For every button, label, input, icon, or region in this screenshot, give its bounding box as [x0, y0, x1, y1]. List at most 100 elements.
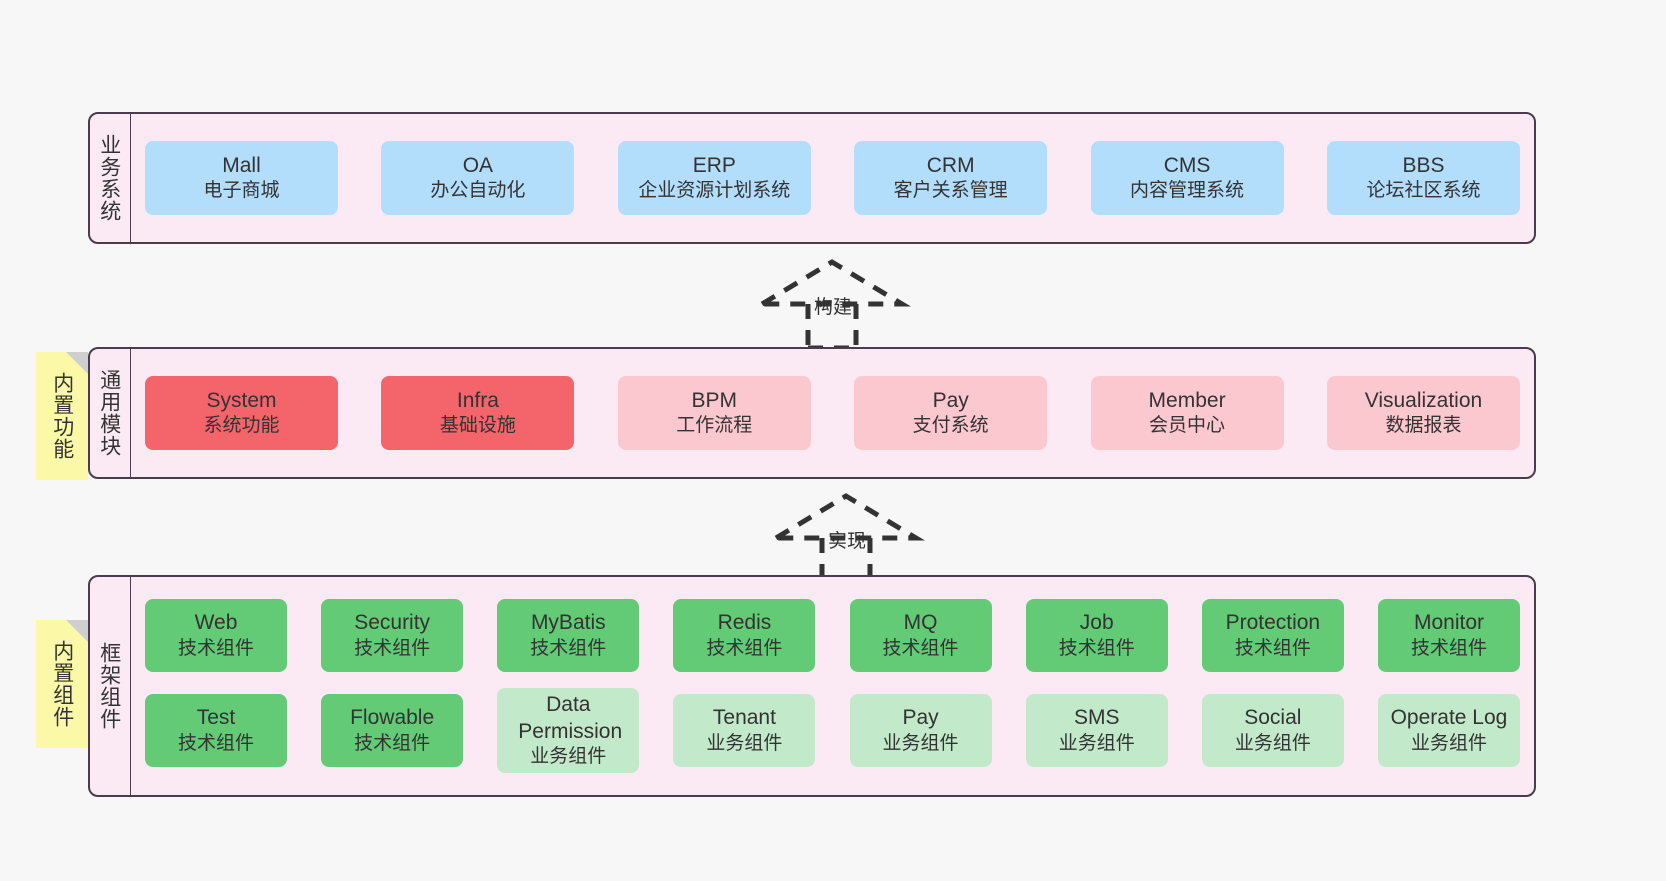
card-bpm[interactable]: BPM 工作流程 — [617, 376, 811, 450]
card-title-en: ERP — [692, 153, 736, 177]
card-title-cn: 技术组件 — [1410, 637, 1487, 659]
card-title-cn: 业务组件 — [1234, 732, 1311, 754]
card-security[interactable]: Security 技术组件 — [321, 599, 464, 672]
card-title-cn: 业务组件 — [882, 732, 959, 754]
arrow-build: 构建 — [752, 256, 912, 351]
card-operate-log[interactable]: Operate Log 业务组件 — [1377, 694, 1520, 767]
card-title-cn: 电子商城 — [203, 180, 280, 202]
card-title-cn: 技术组件 — [530, 637, 607, 659]
card-tenant[interactable]: Tenant 业务组件 — [673, 694, 816, 767]
note-fold-corner — [66, 352, 88, 374]
card-crm[interactable]: CRM 客户关系管理 — [854, 141, 1048, 215]
card-flowable[interactable]: Flowable 技术组件 — [321, 694, 464, 767]
card-title-cn: 技术组件 — [354, 637, 431, 659]
card-title-en: Visualization — [1364, 388, 1483, 412]
card-title-en: Protection — [1225, 611, 1321, 635]
card-bbs[interactable]: BBS 论坛社区系统 — [1326, 141, 1520, 215]
card-title-en: Redis — [717, 611, 772, 635]
card-monitor[interactable]: Monitor 技术组件 — [1377, 599, 1520, 672]
card-web[interactable]: Web 技术组件 — [145, 599, 287, 672]
card-title-cn: 技术组件 — [882, 637, 959, 659]
card-title-en: Operate Log — [1390, 706, 1508, 730]
card-title-cn: 业务组件 — [706, 732, 783, 754]
layer-framework-components: 框架组件 Web 技术组件 Security 技术组件 MyBatis 技术组件… — [88, 575, 1536, 797]
card-title-cn: 技术组件 — [706, 637, 783, 659]
card-title-en: Security — [354, 611, 431, 635]
card-title-en: Web — [194, 611, 238, 635]
card-row: System 系统功能 Infra 基础设施 BPM 工作流程 Pay 支付系统… — [145, 376, 1520, 450]
card-title-en: Tenant — [712, 706, 776, 730]
card-erp[interactable]: ERP 企业资源计划系统 — [617, 141, 811, 215]
card-visualization[interactable]: Visualization 数据报表 — [1326, 376, 1520, 450]
card-title-cn: 数据报表 — [1385, 415, 1462, 437]
card-title-en: Monitor — [1413, 611, 1484, 635]
card-redis[interactable]: Redis 技术组件 — [673, 599, 816, 672]
note-label: 内置功能 — [50, 372, 74, 460]
card-mybatis[interactable]: MyBatis 技术组件 — [497, 599, 640, 672]
card-title-cn: 技术组件 — [1234, 637, 1311, 659]
card-row-business: Test 技术组件 Flowable 技术组件 Data Permission … — [145, 688, 1520, 773]
card-job[interactable]: Job 技术组件 — [1025, 599, 1168, 672]
card-mq[interactable]: MQ 技术组件 — [849, 599, 992, 672]
layer-business-systems: 业务系统 Mall 电子商城 OA 办公自动化 ERP 企业资源计划系统 CRM… — [88, 112, 1536, 244]
card-title-cn: 内容管理系统 — [1130, 180, 1245, 202]
card-sms[interactable]: SMS 业务组件 — [1025, 694, 1168, 767]
layer-common-modules: 通用模块 System 系统功能 Infra 基础设施 BPM 工作流程 Pay… — [88, 347, 1536, 479]
card-title-cn: 论坛社区系统 — [1366, 180, 1481, 202]
card-row: Mall 电子商城 OA 办公自动化 ERP 企业资源计划系统 CRM 客户关系… — [145, 141, 1520, 215]
card-protection[interactable]: Protection 技术组件 — [1201, 599, 1344, 672]
card-title-en: Mall — [222, 153, 261, 177]
card-data-permission[interactable]: Data Permission 业务组件 — [497, 688, 640, 773]
card-title-cn: 支付系统 — [912, 415, 989, 437]
card-social[interactable]: Social 业务组件 — [1201, 694, 1344, 767]
card-pay-business[interactable]: Pay 业务组件 — [849, 694, 992, 767]
card-title-en: SMS — [1073, 706, 1120, 730]
card-infra[interactable]: Infra 基础设施 — [381, 376, 575, 450]
card-title-en: Member — [1148, 388, 1226, 412]
card-test[interactable]: Test 技术组件 — [145, 694, 287, 767]
card-title-en: Job — [1079, 611, 1114, 635]
card-title-cn: 业务组件 — [530, 745, 607, 767]
card-title-en: MQ — [903, 611, 938, 635]
card-title-en: Data Permission — [518, 693, 623, 743]
layer-body-business-systems: Mall 电子商城 OA 办公自动化 ERP 企业资源计划系统 CRM 客户关系… — [131, 114, 1534, 242]
card-title-cn: 业务组件 — [1058, 732, 1135, 754]
card-title-en: Social — [1244, 706, 1302, 730]
card-title-cn: 办公自动化 — [430, 180, 526, 202]
card-title-en: Pay — [902, 706, 939, 730]
note-builtin-features: 内置功能 — [36, 352, 88, 480]
card-title-cn: 技术组件 — [177, 637, 254, 659]
arrow-implement-label: 实现 — [828, 531, 867, 552]
arrow-build-label: 构建 — [814, 297, 853, 318]
card-title-en: CMS — [1163, 153, 1211, 177]
card-title-en: Flowable — [350, 706, 435, 730]
card-oa[interactable]: OA 办公自动化 — [381, 141, 575, 215]
card-row-technical: Web 技术组件 Security 技术组件 MyBatis 技术组件 Redi… — [145, 599, 1520, 672]
card-title-en: Infra — [456, 388, 499, 412]
layer-title-business-systems: 业务系统 — [88, 112, 131, 244]
note-builtin-components: 内置组件 — [36, 620, 88, 748]
card-title-en: OA — [462, 153, 494, 177]
layer-title-common-modules: 通用模块 — [88, 347, 131, 479]
card-pay[interactable]: Pay 支付系统 — [854, 376, 1048, 450]
card-title-cn: 企业资源计划系统 — [638, 180, 791, 202]
card-title-en: BPM — [691, 388, 738, 412]
card-title-en: BBS — [1402, 153, 1445, 177]
card-title-en: System — [206, 388, 277, 412]
note-fold-corner — [66, 620, 88, 642]
card-title-cn: 技术组件 — [177, 732, 254, 754]
card-title-cn: 基础设施 — [439, 415, 516, 437]
card-title-cn: 系统功能 — [203, 415, 280, 437]
card-member[interactable]: Member 会员中心 — [1090, 376, 1284, 450]
card-cms[interactable]: CMS 内容管理系统 — [1090, 141, 1284, 215]
card-system[interactable]: System 系统功能 — [145, 376, 338, 450]
card-title-cn: 技术组件 — [354, 732, 431, 754]
card-title-en: CRM — [926, 153, 975, 177]
card-title-cn: 客户关系管理 — [893, 180, 1008, 202]
card-title-en: Test — [196, 706, 236, 730]
card-title-cn: 工作流程 — [676, 415, 753, 437]
layer-body-common-modules: System 系统功能 Infra 基础设施 BPM 工作流程 Pay 支付系统… — [131, 349, 1534, 477]
card-title-cn: 业务组件 — [1410, 732, 1487, 754]
layer-body-framework-components: Web 技术组件 Security 技术组件 MyBatis 技术组件 Redi… — [131, 577, 1534, 795]
card-mall[interactable]: Mall 电子商城 — [145, 141, 338, 215]
